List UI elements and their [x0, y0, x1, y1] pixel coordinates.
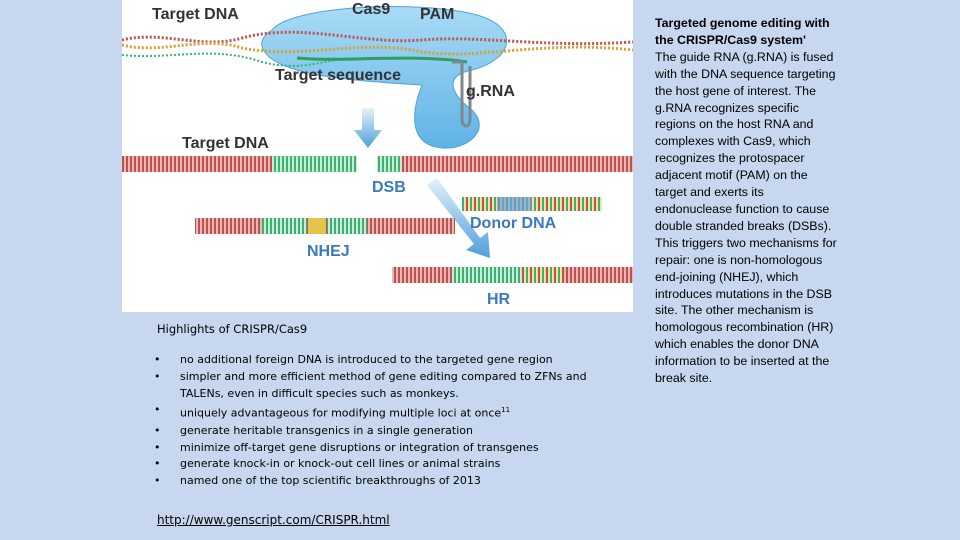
- highlight-text: generate heritable transgenics in a sing…: [180, 423, 473, 437]
- highlights-title: Highlights of CRISPR/Cas9: [157, 322, 308, 336]
- label-grna: g.RNA: [466, 83, 515, 100]
- bullet-icon: •: [154, 403, 161, 417]
- highlight-text: minimize off-target gene disruptions or …: [180, 440, 539, 454]
- caption-body: The guide RNA (g.RNA) is fused with the …: [655, 49, 837, 386]
- label-target-sequence: Target sequence: [275, 67, 401, 84]
- label-dsb: DSB: [372, 179, 406, 196]
- highlight-text: generate knock-in or knock-out cell line…: [180, 457, 501, 471]
- crispr-diagram: Target DNA Cas9 PAM Target sequence g.RN…: [122, 0, 633, 312]
- bullet-icon: •: [154, 423, 161, 437]
- arrow-down-icon: [354, 108, 382, 148]
- highlights-section: Highlights of CRISPR/Cas9 • no additional…: [154, 322, 627, 490]
- bullet-icon: •: [154, 474, 161, 488]
- cas9-protein: [261, 6, 507, 149]
- label-nhej: NHEJ: [307, 243, 350, 260]
- highlight-text: no additional foreign DNA is introduced …: [180, 353, 553, 366]
- bullet-icon: •: [154, 353, 161, 366]
- highlight-item: • simpler and more efficient method of ge…: [154, 369, 627, 403]
- hr-dna-green: [452, 267, 522, 283]
- label-donor-dna: Donor DNA: [470, 215, 557, 232]
- dna-strand-top-2: [122, 41, 633, 56]
- highlight-item: • no additional foreign DNA is introduced…: [154, 352, 627, 369]
- nhej-mutation: [308, 218, 326, 234]
- label-hr: HR: [487, 291, 511, 308]
- grna-hairpin: [452, 60, 472, 128]
- highlight-item: • named one of the top scientific breakth…: [154, 473, 627, 490]
- highlight-text: named one of the top scientific breakthr…: [180, 474, 481, 488]
- caption-title: Targeted genome editing with the CRISPR/…: [655, 16, 830, 47]
- nhej-dna-green: [262, 218, 307, 234]
- dna-strand-top-1: [122, 30, 633, 46]
- highlight-item: • generate knock-in or knock-out cell lin…: [154, 456, 627, 473]
- figure-caption: Targeted genome editing with the CRISPR/…: [655, 15, 840, 387]
- target-sequence-strand: [296, 56, 468, 64]
- donor-dna-blue: [497, 197, 532, 211]
- label-target-dna-top: Target DNA: [152, 6, 239, 23]
- bullet-icon: •: [154, 369, 161, 383]
- reference-superscript: 11: [501, 406, 511, 415]
- nhej-dna-green-2: [327, 218, 367, 234]
- label-cas9: Cas9: [352, 1, 390, 18]
- label-target-dna-mid: Target DNA: [182, 135, 269, 152]
- highlight-item: • minimize off-target gene disruptions or…: [154, 440, 627, 457]
- bullet-icon: •: [154, 457, 161, 471]
- target-dna-right-red: [402, 156, 633, 172]
- arrow-diagonal-icon: [427, 178, 490, 258]
- highlight-text: simpler and more efficient method of gen…: [180, 369, 587, 400]
- bullet-icon: •: [154, 440, 161, 454]
- hr-dna-insert: [522, 267, 562, 283]
- target-dna-left-green: [272, 156, 357, 172]
- highlights-list: • no additional foreign DNA is introduced…: [154, 352, 627, 490]
- highlight-text: uniquely advantageous for modifying mult…: [180, 407, 502, 421]
- highlight-item: • uniquely advantageous for modifying mul…: [154, 402, 627, 422]
- target-dna-right: [377, 156, 402, 172]
- label-pam: PAM: [420, 6, 454, 23]
- highlight-item: • generate heritable transgenics in a sin…: [154, 423, 627, 440]
- genscript-link[interactable]: http://www.genscript.com/CRISPR.html: [157, 513, 390, 527]
